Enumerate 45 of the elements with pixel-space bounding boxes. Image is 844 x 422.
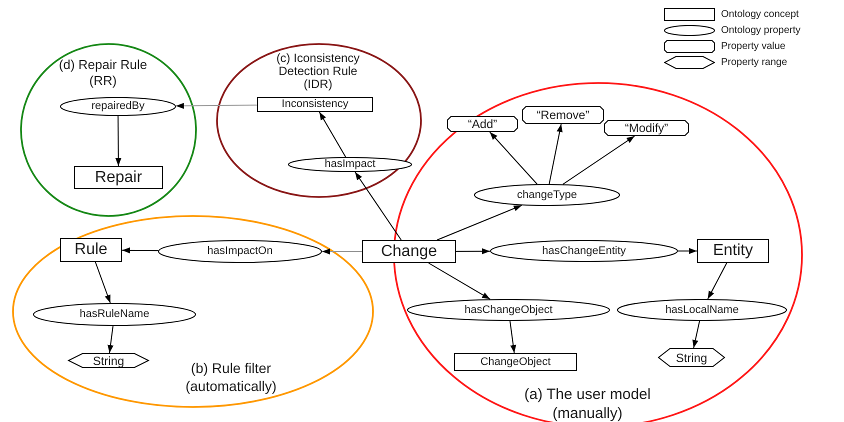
arrow (707, 262, 728, 300)
property-ellipse: changeType (474, 184, 620, 206)
arrow (122, 247, 159, 254)
legend-label: Ontology property (721, 24, 800, 38)
concept-box: Repair (74, 166, 163, 189)
property-ellipse: hasLocalName (617, 299, 787, 321)
arrow (108, 326, 114, 354)
concept-box: Inconsistency (257, 97, 373, 112)
group-heading: (c) Iconsistency Detection Rule (IDR) (275, 52, 361, 91)
arrow (678, 248, 698, 254)
concept-box: ChangeObject (454, 353, 577, 371)
property-ellipse: hasImpactOn (158, 240, 322, 263)
arrow (115, 116, 122, 166)
range-hexagon: String (68, 353, 149, 368)
legend-label: Ontology concept (721, 8, 799, 22)
property-ellipse: hasChangeObject (407, 299, 610, 321)
arrow (94, 262, 111, 304)
arrow (548, 124, 563, 184)
arrow (562, 136, 636, 185)
property-ellipse: hasRuleName (33, 303, 196, 326)
group-circle (216, 43, 422, 198)
group-circle (12, 215, 374, 408)
legend-label: Property range (721, 56, 788, 70)
arrow (322, 248, 362, 254)
property-ellipse: hasImpact (288, 157, 412, 172)
group-heading: (b) Rule filter (automatically) (184, 360, 278, 395)
arrow (436, 204, 522, 240)
concept-box: Change (362, 240, 456, 263)
arrow (354, 171, 402, 240)
group-heading: (a) The user model (manually) (523, 386, 652, 422)
concept-box: Rule (60, 238, 122, 262)
range-hexagon: String (658, 348, 725, 367)
concept-box: Entity (697, 239, 769, 263)
arrow (428, 262, 491, 300)
arrow (509, 320, 516, 354)
legend-label: Property value (721, 40, 786, 54)
group-heading: (d) Repair Rule (RR) (58, 57, 148, 90)
property-ellipse: repairedBy (60, 97, 176, 116)
property-ellipse: hasChangeEntity (490, 240, 678, 262)
arrow (489, 132, 538, 185)
arrow (318, 112, 346, 158)
arrow (692, 320, 700, 348)
arrow (175, 102, 258, 109)
group-circle (20, 43, 197, 217)
arrow (456, 248, 491, 254)
